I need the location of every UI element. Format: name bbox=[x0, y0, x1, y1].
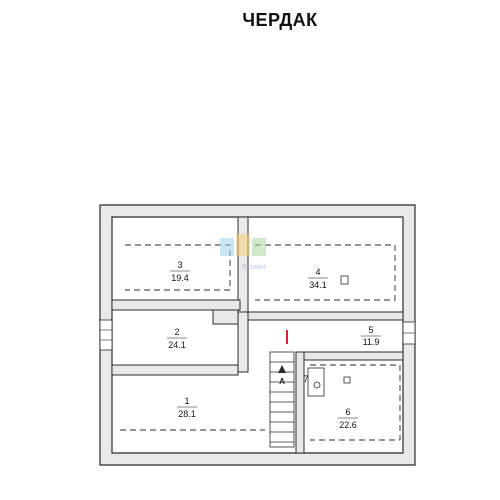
room-5-area: 11.9 bbox=[363, 337, 380, 347]
page-title: ЧЕРДАК bbox=[242, 10, 318, 30]
staircase bbox=[269, 351, 295, 448]
room-1-number: 1 bbox=[184, 396, 189, 406]
fixture-room-4 bbox=[340, 275, 349, 285]
toilet-icon bbox=[313, 381, 321, 389]
fixture-room-6 bbox=[343, 376, 351, 384]
room-5-number: 5 bbox=[368, 325, 373, 335]
watermark-text: Retailer bbox=[242, 264, 267, 271]
stair-label: А bbox=[279, 377, 285, 386]
room-6-area: 22.6 bbox=[339, 420, 357, 430]
room-7-box bbox=[307, 367, 325, 397]
room-1-area: 28.1 bbox=[178, 409, 196, 419]
room-4-area: 34.1 bbox=[309, 280, 327, 290]
interior-walls bbox=[111, 216, 404, 454]
room-2-number: 2 bbox=[174, 327, 179, 337]
watermark-logo: Retailer bbox=[220, 234, 267, 271]
stair-arrow-icon bbox=[278, 365, 286, 373]
room-labels: 3 19.4 4 34.1 2 24.1 5 11.9 1 28.1 6 22.… bbox=[167, 260, 381, 430]
room-3-area: 19.4 bbox=[171, 273, 189, 283]
room-2-area: 24.1 bbox=[168, 340, 186, 350]
room-3-number: 3 bbox=[177, 260, 182, 270]
room-6-number: 6 bbox=[345, 407, 350, 417]
room-4-number: 4 bbox=[315, 267, 320, 277]
dashed-boundaries bbox=[120, 244, 401, 441]
room-7-number: 7 bbox=[303, 374, 308, 384]
side-windows bbox=[99, 319, 416, 351]
window-lines bbox=[100, 329, 415, 341]
